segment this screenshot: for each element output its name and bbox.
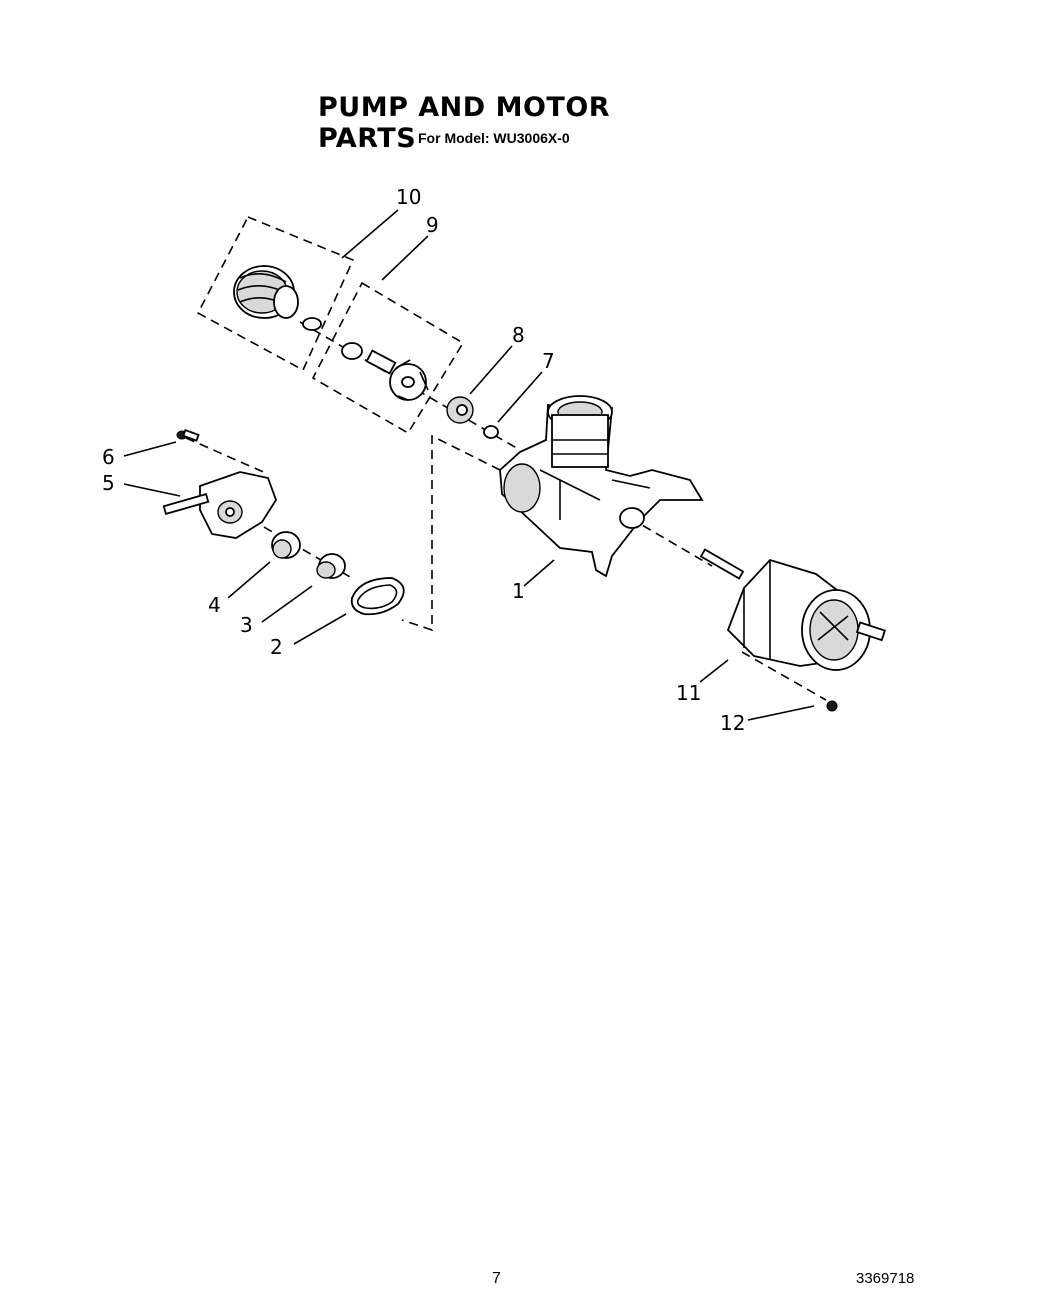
part-1-pump-housing	[499, 395, 704, 578]
part-5-pump-cover	[162, 471, 277, 539]
part-2-gasket	[350, 577, 405, 616]
document-number: 3369718	[856, 1270, 915, 1287]
group-box-9	[311, 281, 465, 435]
callout-4: 4	[208, 593, 221, 617]
callout-9: 9	[426, 213, 439, 237]
callout-7: 7	[542, 349, 555, 373]
callout-1: 1	[512, 579, 525, 603]
callout-12: 12	[720, 711, 745, 735]
part-11-motor	[699, 548, 886, 671]
bracket-dashed-line	[401, 434, 501, 632]
part-4-bearing	[271, 531, 301, 559]
part-3-seal	[316, 553, 346, 579]
group-box-10	[196, 215, 355, 372]
page-number: 7	[492, 1270, 501, 1287]
part-10-filter	[233, 265, 322, 331]
callout-8: 8	[512, 323, 525, 347]
callout-5: 5	[102, 471, 115, 495]
axis-line-motor	[629, 517, 713, 567]
callout-3: 3	[240, 613, 253, 637]
part-6-bolt	[176, 428, 200, 442]
leader-lines	[123, 209, 815, 721]
page-title: PUMP AND MOTOR PARTS	[318, 92, 611, 154]
model-subtitle: For Model: WU3006X-0	[418, 130, 570, 146]
part-7-washer	[483, 425, 499, 439]
callout-6: 6	[102, 445, 115, 469]
part-9-impeller	[341, 342, 429, 401]
part-12-screw	[826, 700, 838, 712]
axis-line-bolt	[185, 437, 269, 475]
callout-2: 2	[270, 635, 283, 659]
part-8-seal	[446, 396, 474, 424]
axis-line-screw	[741, 651, 827, 701]
callout-10: 10	[396, 185, 421, 209]
callout-11: 11	[676, 681, 701, 705]
